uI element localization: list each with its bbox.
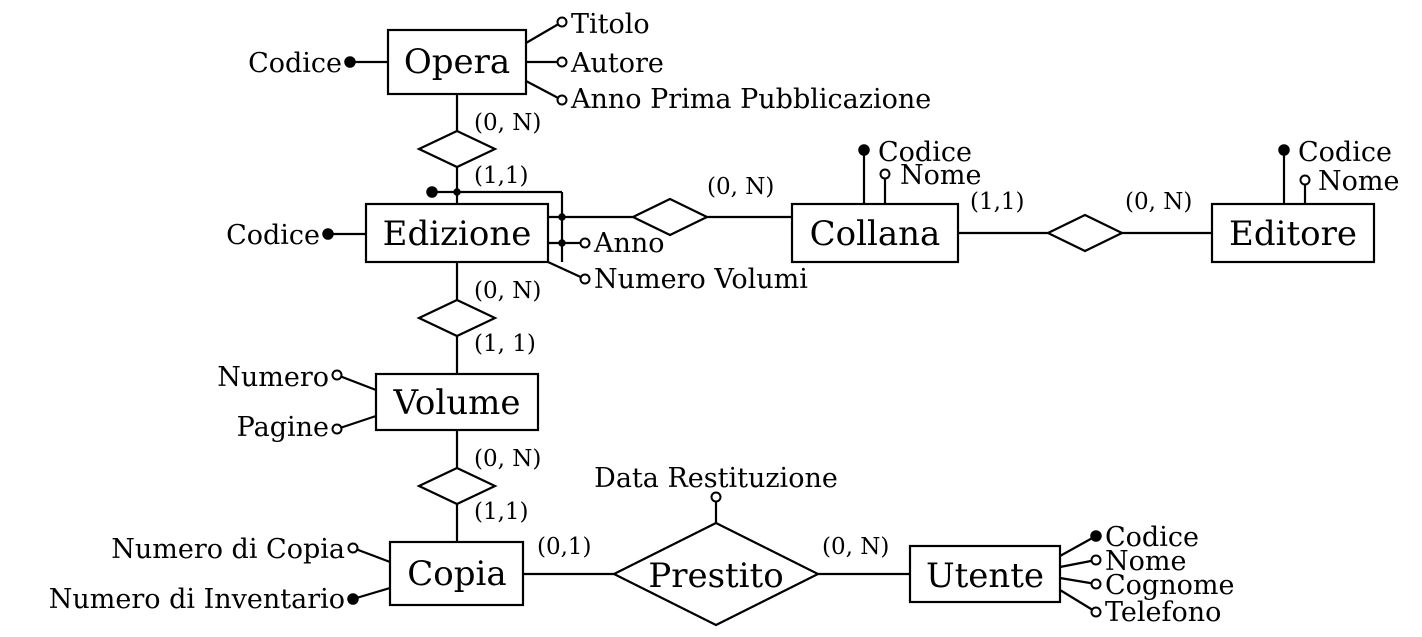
- edizione-codice-label: Codice: [226, 220, 320, 251]
- utente-codice-identifier: [1090, 530, 1102, 542]
- cardinality-volume-edizione: (1, 1): [474, 331, 536, 357]
- opera-edizione-diamond: [416, 129, 498, 169]
- collana-codice-label: Codice: [878, 137, 972, 168]
- collana-nome-label: Nome: [900, 160, 981, 191]
- entity-edizione-label: Edizione: [383, 214, 532, 254]
- entity-volume-label: Volume: [392, 383, 520, 423]
- utente-cognome-label: Cognome: [1105, 570, 1234, 601]
- entity-collana: Collana: [790, 202, 960, 264]
- attribute-labels: Codice Titolo Autore Anno Prima Pubblica…: [49, 9, 1400, 628]
- entity-volume: Volume: [374, 372, 540, 432]
- utente-nome-label: Nome: [1105, 546, 1186, 577]
- cardinality-labels: (0, N) (1,1) (0, N) (1,1) (0, N) (0, N) …: [474, 110, 1192, 560]
- collana-editore-diamond: [1045, 213, 1125, 253]
- entity-editore-label: Editore: [1229, 214, 1357, 254]
- entity-opera: Opera: [386, 28, 528, 96]
- entity-edizione: Edizione: [364, 202, 550, 264]
- cardinality-opera: (0, N): [474, 110, 541, 136]
- volume-copia-diamond: [416, 466, 498, 506]
- attribute-markers: [322, 16, 1311, 618]
- edizione-volume-diamond: [416, 298, 498, 338]
- cardinality-copia-volume: (1,1): [474, 499, 529, 525]
- utente-telefono-label: Telefono: [1105, 597, 1221, 628]
- opera-anno-prima-label: Anno Prima Pubblicazione: [570, 84, 931, 115]
- prestito-data-label: Data Restituzione: [594, 463, 838, 494]
- edizione-composite-identifier: [426, 186, 438, 198]
- cardinality-volume-copia: (0, N): [474, 446, 541, 472]
- volume-pagine-label: Pagine: [237, 412, 329, 443]
- entity-opera-label: Opera: [404, 42, 510, 82]
- prestito-relationship: Prestito: [611, 521, 821, 627]
- cardinality-utente-prestito: (0, N): [822, 534, 889, 560]
- entity-editore: Editore: [1210, 202, 1376, 264]
- edizione-collana-diamond: [630, 197, 710, 237]
- cardinality-editore: (0, N): [1125, 189, 1192, 215]
- utente-codice-label: Codice: [1105, 522, 1199, 553]
- cardinality-copia-prestito: (0,1): [537, 534, 592, 560]
- copia-inventario-identifier: [347, 593, 359, 605]
- opera-autore-label: Autore: [570, 48, 664, 79]
- editore-nome-label: Nome: [1318, 166, 1399, 197]
- cardinality-collana: (1,1): [970, 189, 1025, 215]
- opera-titolo-label: Titolo: [571, 9, 650, 40]
- opera-codice-identifier: [344, 56, 356, 68]
- copia-inventario-label: Numero di Inventario: [49, 584, 345, 615]
- opera-codice-label: Codice: [248, 48, 342, 79]
- edizione-numero-volumi-label: Numero Volumi: [594, 264, 808, 295]
- cardinality-edizione-volume: (0, N): [474, 278, 541, 304]
- entity-collana-label: Collana: [810, 214, 941, 254]
- entity-copia: Copia: [388, 540, 525, 607]
- entity-utente-label: Utente: [926, 556, 1044, 596]
- prestito-label: Prestito: [648, 556, 783, 596]
- cardinality-edizione-opera: (1,1): [474, 163, 529, 189]
- cardinality-edizione-collana: (0, N): [707, 174, 774, 200]
- collana-codice-identifier: [858, 144, 870, 156]
- editore-codice-identifier: [1278, 144, 1290, 156]
- edizione-codice-identifier: [322, 228, 334, 240]
- edizione-anno-label: Anno: [593, 228, 665, 259]
- volume-numero-label: Numero: [217, 362, 329, 393]
- editore-codice-label: Codice: [1298, 137, 1392, 168]
- copia-numero-label: Numero di Copia: [111, 534, 345, 565]
- entity-utente: Utente: [908, 544, 1062, 604]
- entity-copia-label: Copia: [407, 554, 506, 594]
